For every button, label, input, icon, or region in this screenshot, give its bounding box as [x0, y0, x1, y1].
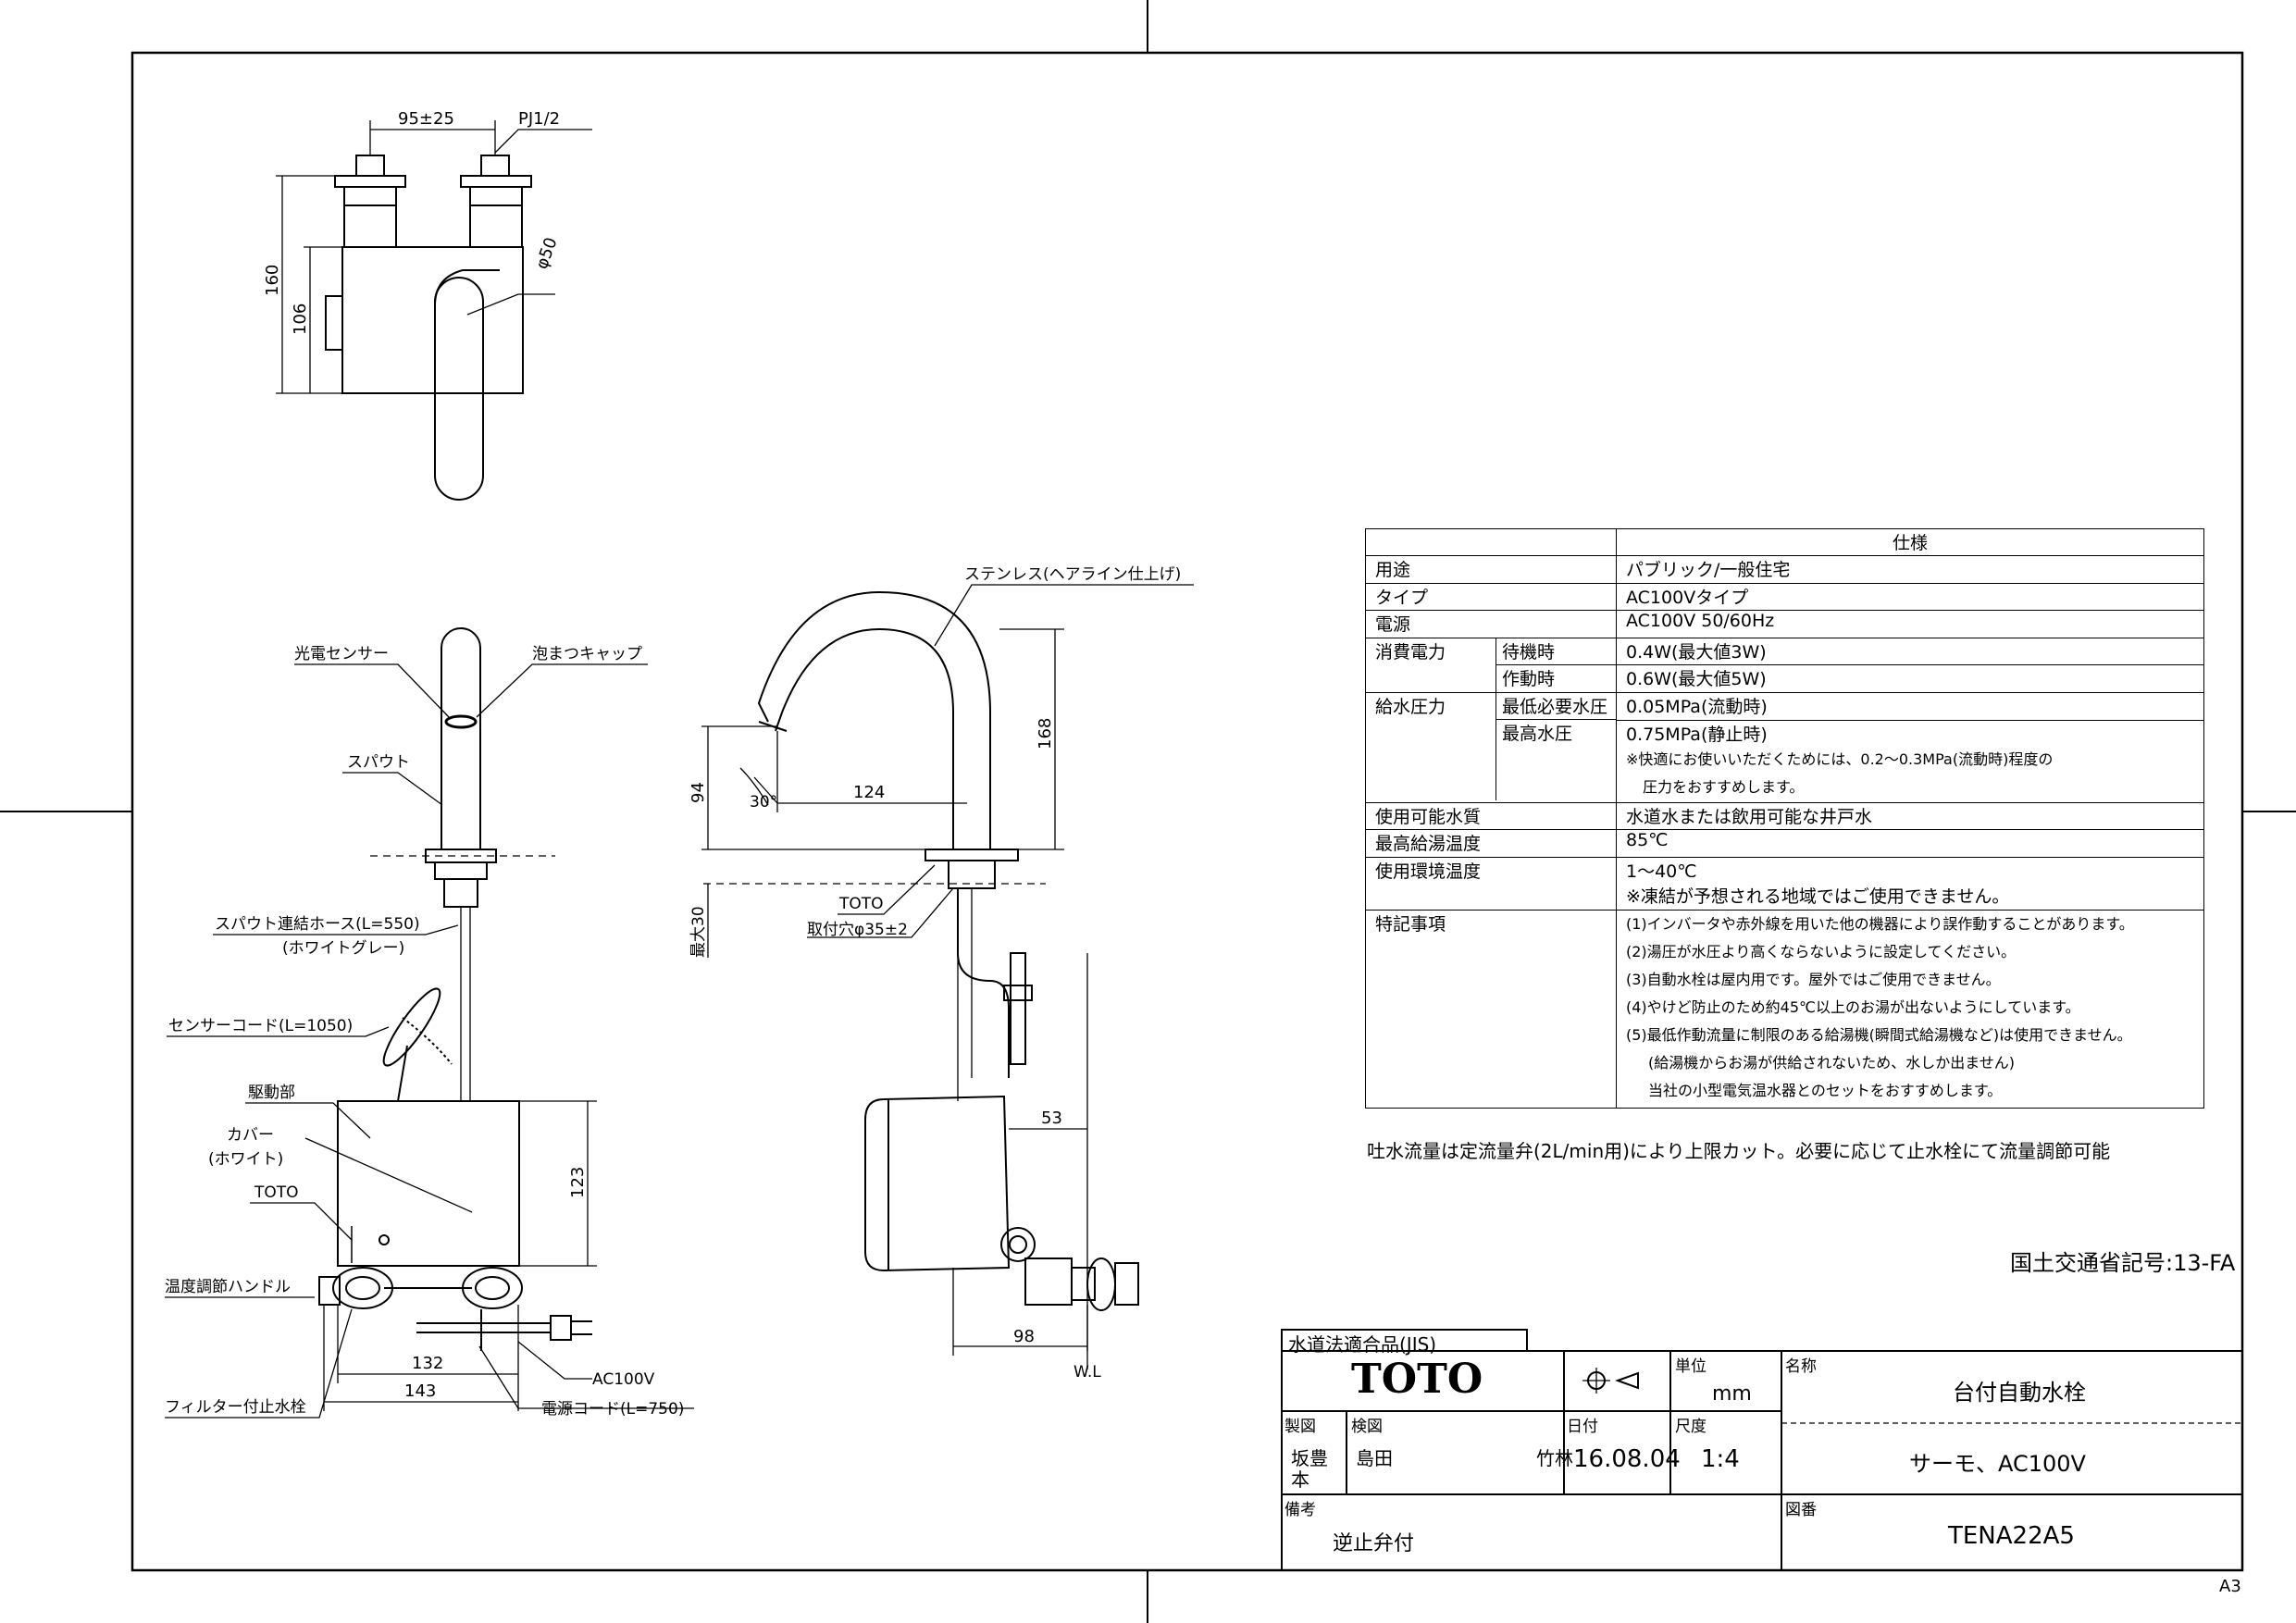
label-spout: スパウト [347, 753, 410, 772]
dim-94: 94 [689, 782, 708, 803]
spec-header: 仕様 [1616, 527, 2204, 557]
spec-note-4: (4)やけど防止のため約45℃以上のお湯が出ないようにしています。 [1626, 998, 2080, 1017]
spec-hot-key: 最高給湯温度 [1365, 829, 1617, 858]
label-cover: カバー [227, 1126, 274, 1145]
spec-type-value: AC100Vタイプ [1616, 582, 2204, 612]
spec-active-value: 0.6W(最大値5W) [1616, 664, 2204, 694]
label-temp-handle: 温度調節ハンドル [165, 1278, 291, 1296]
spec-use-value: パブリック/一般住宅 [1616, 555, 2204, 584]
dim-106: 106 [291, 304, 310, 335]
spec-water-key: 使用可能水質 [1365, 801, 1617, 831]
scale-value: 1:4 [1701, 1445, 1740, 1473]
spec-pressure-key: 給水圧力 [1375, 697, 1446, 718]
spec-max-pressure-key: 最高水圧 [1502, 724, 1573, 745]
dim-124: 124 [853, 783, 885, 802]
spec-min-pressure-key: 最低必要水圧 [1496, 693, 1616, 721]
label-drive: 駆動部 [248, 1084, 295, 1102]
dim-123: 123 [568, 1167, 588, 1198]
date-key: 日付 [1567, 1418, 1598, 1436]
spec-consumption-key: 消費電力 [1375, 641, 1446, 663]
spec-env-value: 1〜40℃ [1626, 861, 1697, 882]
title-block-frame [1281, 1329, 2243, 1571]
spec-notes-key: 特記事項 [1365, 910, 1617, 1109]
spec-standby-key: 待機時 [1496, 638, 1616, 665]
spec-note-6: (給湯機からお湯が供給されないため、水しか出ません) [1648, 1054, 2016, 1072]
dim-phi50: φ50 [532, 235, 562, 272]
spec-note-1: (1)インバータや赤外線を用いた他の機器により誤作動することがあります。 [1626, 915, 2134, 934]
label-spout-hose: スパウト連結ホース(L=550) [215, 915, 420, 934]
dim-pj: PJ1/2 [518, 109, 560, 129]
brand-logo: TOTO [1351, 1356, 1483, 1403]
label-spout-hose-color: (ホワイトグレー) [282, 939, 404, 958]
drawing-number-value: TENA22A5 [1948, 1522, 2075, 1550]
dim-max30: 最大30 [689, 906, 708, 958]
label-foam-cap: 泡まつキャップ [532, 645, 642, 663]
dim-53: 53 [1041, 1109, 1062, 1128]
label-ac100v: AC100V [592, 1370, 655, 1389]
drawn-value-2: 本 [1291, 1468, 1309, 1491]
scale-key: 尺度 [1675, 1418, 1706, 1436]
spec-note-5: (5)最低作動流量に制限のある給湯機(瞬間式給湯機など)は使用できません。 [1626, 1026, 2132, 1045]
unit-key: 単位 [1675, 1357, 1706, 1376]
spec-active-key: 作動時 [1502, 668, 1556, 689]
sheet-size: A3 [2219, 1577, 2241, 1596]
spec-water-value: 水道水または飲用可能な井戸水 [1616, 801, 2204, 831]
approve-value: 竹林 [1536, 1447, 1573, 1469]
mlit-code: 国土交通省記号:13-FA [2010, 1250, 2236, 1276]
label-cover-color: (ホワイト) [208, 1150, 283, 1169]
spec-power-key: 電源 [1365, 610, 1617, 638]
label-toto-front: TOTO [254, 1183, 299, 1202]
name-value-2: サーモ、AC100V [1909, 1451, 2086, 1477]
remarks-key: 備考 [1285, 1501, 1316, 1519]
spec-note-2: (2)湯圧が水圧より高くならないように設定してください。 [1626, 943, 2017, 961]
jis-label: 水道法適合品(JIS) [1288, 1333, 1437, 1356]
label-power-cord: 電源コード(L=750) [541, 1400, 684, 1419]
spec-standby-value: 0.4W(最大値3W) [1616, 637, 2204, 666]
remarks-value: 逆止弁付 [1333, 1532, 1415, 1555]
spec-type-key: タイプ [1365, 582, 1617, 612]
side-view [701, 584, 1194, 1369]
spec-min-pressure-value: 0.05MPa(流動時) [1616, 692, 2204, 721]
dim-132: 132 [412, 1354, 443, 1373]
unit-value: mm [1712, 1382, 1752, 1406]
drawn-key: 製図 [1285, 1418, 1316, 1436]
spec-power-value: AC100V 50/60Hz [1616, 610, 2204, 638]
check-value: 島田 [1356, 1447, 1393, 1469]
label-photo-sensor: 光電センサー [294, 645, 389, 663]
spec-env-key: 使用環境温度 [1365, 856, 1617, 911]
spec-use-key: 用途 [1365, 555, 1617, 584]
drawn-value-1: 坂豊 [1291, 1447, 1328, 1469]
spec-note-3: (3)自動水栓は屋内用です。屋外ではご使用できません。 [1626, 971, 2001, 989]
dim-95: 95±25 [398, 109, 454, 129]
label-sensor-cord: センサーコード(L=1050) [168, 1017, 353, 1035]
flow-note: 吐水流量は定流量弁(2L/min用)により上限カット。必要に応じて止水栓にて流量… [1367, 1140, 2111, 1162]
dim-98: 98 [1013, 1327, 1035, 1346]
dim-168: 168 [1036, 718, 1055, 750]
spec-recommend-1: ※快適にお使いいただくためには、0.2〜0.3MPa(流動時)程度の [1626, 750, 2054, 768]
label-mount-hole: 取付穴φ35±2 [807, 921, 908, 939]
name-key: 名称 [1785, 1357, 1817, 1376]
spec-env-note: ※凍結が予想される地域ではご使用できません。 [1626, 886, 2010, 907]
check-key: 検図 [1351, 1418, 1383, 1436]
date-value: 16.08.04 [1573, 1445, 1681, 1473]
label-toto-side: TOTO [838, 895, 884, 913]
spec-hot-value: 85℃ [1616, 829, 2204, 858]
dim-30deg: 30° [750, 793, 777, 812]
drawing-number-key: 図番 [1785, 1501, 1817, 1519]
spec-note-7: 当社の小型電気温水器とのセットをおすすめします。 [1648, 1082, 2003, 1100]
name-value-1: 台付自動水栓 [1953, 1380, 2086, 1406]
label-stainless: ステンレス(ヘアライン仕上げ) [964, 565, 1181, 584]
spec-max-pressure-value: 0.75MPa(静止時) [1626, 724, 1768, 745]
top-view [276, 120, 592, 501]
label-wl: W.L [1074, 1363, 1101, 1381]
spec-table: 仕様 用途 パブリック/一般住宅 タイプ AC100Vタイプ 電源 AC100V… [1365, 527, 2204, 1109]
label-filter-valve: フィルター付止水栓 [165, 1398, 306, 1417]
dim-143: 143 [404, 1381, 436, 1401]
front-view [165, 627, 694, 1419]
spec-recommend-2: 圧力をおすすめします。 [1643, 777, 1805, 796]
dim-160: 160 [263, 265, 282, 296]
